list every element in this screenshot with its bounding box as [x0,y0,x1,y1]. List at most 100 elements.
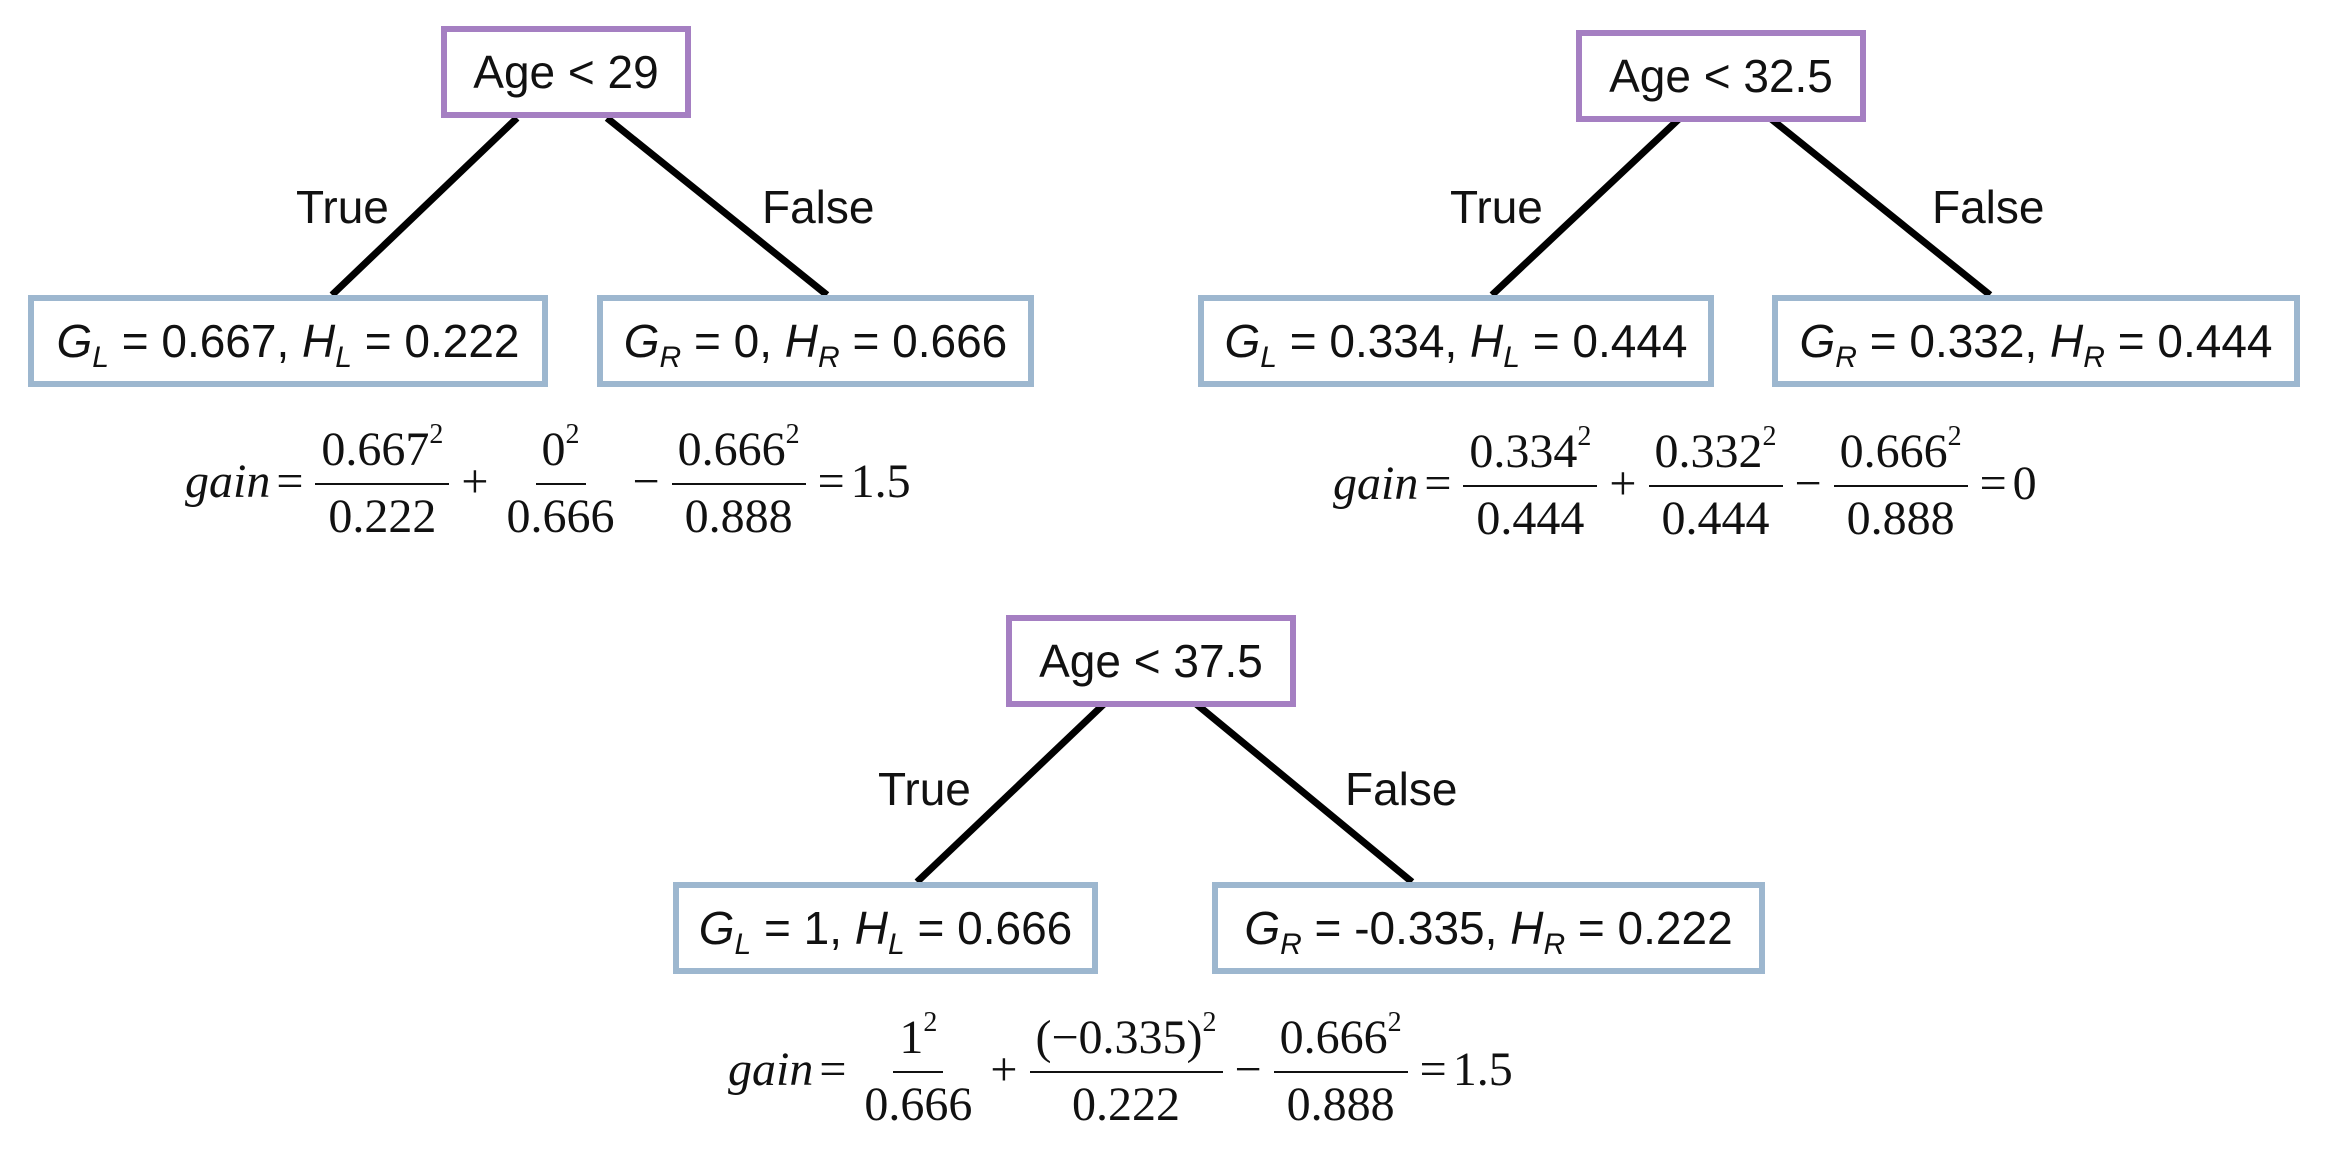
sub-r: R [2083,341,2105,374]
tree3-false-edge [1192,700,1415,885]
gain-result: 1.5 [850,455,911,509]
fraction: 0.3342 0.444 [1463,421,1598,546]
sub-r: R [818,341,840,374]
equals-sign: = [1979,457,2007,511]
exponent: 2 [1577,421,1592,452]
comma: , [1484,902,1511,954]
tree3-true-label: True [878,763,971,815]
g-symbol: G [1224,315,1261,367]
comma: , [759,315,785,367]
tree1-left-g-value: 0.667 [161,315,277,367]
minus-sign: − [1794,457,1822,511]
exponent: 2 [1762,421,1777,452]
denominator: 0.666 [506,489,615,543]
tree1-right-h-value: 0.666 [892,315,1008,367]
tree2-split-node: Age < 32.5 [1576,30,1866,122]
sub-l: L [1260,341,1277,374]
sub-l: L [92,341,109,374]
g-symbol: G [698,902,735,954]
tree2-true-label: True [1450,181,1543,233]
comma: , [829,902,855,954]
tree2-right-leaf: GR = 0.332, HR = 0.444 [1772,295,2300,387]
tree2-left-g-value: 0.334 [1329,315,1445,367]
tree1-left-leaf: GL = 0.667, HL = 0.222 [28,295,548,387]
eq-sep: = [1565,902,1618,954]
denominator: 0.444 [1476,491,1585,545]
numerator: 0.666 [1839,425,1948,478]
sub-l: L [734,928,752,961]
numerator: (−0.335) [1035,1011,1203,1064]
fraction: 0.6672 0.222 [315,419,450,544]
exponent: 2 [1387,1007,1402,1038]
sub-r: R [1543,928,1566,961]
minus-sign: − [1234,1043,1262,1097]
tree2-right-g-value: 0.332 [1909,315,2025,367]
tree1-right-g-value: 0 [733,315,760,367]
equals-sign: = [1424,457,1452,511]
fraction: (−0.335)2 0.222 [1029,1007,1223,1132]
tree1-true-label: True [296,181,389,233]
h-symbol: H [1510,902,1544,954]
denominator: 0.888 [684,489,793,543]
exponent: 2 [565,419,580,450]
numerator: 1 [899,1011,924,1064]
h-symbol: H [784,315,819,367]
exponent: 2 [1202,1007,1217,1038]
tree2-left-h-value: 0.444 [1572,315,1688,367]
h-symbol: H [1470,315,1504,367]
equals-sign: = [1419,1043,1447,1097]
plus-sign: + [461,455,489,509]
eq-sep: = [839,315,893,367]
eq-sep: = [1519,315,1573,367]
eq-sep: = [2104,315,2158,367]
tree3-right-g-value: -0.335 [1354,902,1485,954]
tree3-split-node: Age < 37.5 [1006,615,1296,707]
sub-l: L [1503,341,1520,374]
numerator: 0.667 [321,423,430,476]
eq-sep: = [904,902,958,954]
eq-sep: = [751,902,804,954]
tree1-split-label: Age < 29 [473,46,659,98]
h-symbol: H [2050,315,2084,367]
tree1-false-label: False [762,181,875,233]
tree1-split-node: Age < 29 [441,26,691,118]
tree3-right-h-value: 0.222 [1617,902,1733,954]
tree3-left-leaf: GL = 1, HL = 0.666 [673,882,1098,974]
denominator: 0.888 [1846,491,1955,545]
equals-sign: = [276,455,304,509]
sub-r: R [1280,928,1302,961]
tree1-right-leaf: GR = 0, HR = 0.666 [597,295,1034,387]
tree3-true-edge [914,700,1108,885]
tree2-split-label: Age < 32.5 [1609,50,1833,102]
fraction: 0.6662 0.888 [1833,421,1968,546]
numerator: 0.334 [1469,425,1578,478]
comma: , [276,315,303,367]
comma: , [2024,315,2051,367]
eq-sep: = [351,315,405,367]
numerator: 0.332 [1654,425,1763,478]
eq-sep: = [1276,315,1330,367]
gain-variable: gain [728,1043,814,1097]
tree1-false-edge [604,115,830,298]
sub-l: L [888,928,905,961]
plus-sign: + [1609,457,1637,511]
denominator: 0.222 [328,489,437,543]
comma: , [1444,315,1471,367]
exponent: 2 [1947,421,1962,452]
exponent: 2 [429,419,444,450]
sub-r: R [659,341,682,374]
g-symbol: G [56,315,93,367]
denominator: 0.666 [864,1077,973,1131]
numerator: 0.666 [677,423,786,476]
equals-sign: = [819,1043,847,1097]
denominator: 0.222 [1072,1077,1181,1131]
